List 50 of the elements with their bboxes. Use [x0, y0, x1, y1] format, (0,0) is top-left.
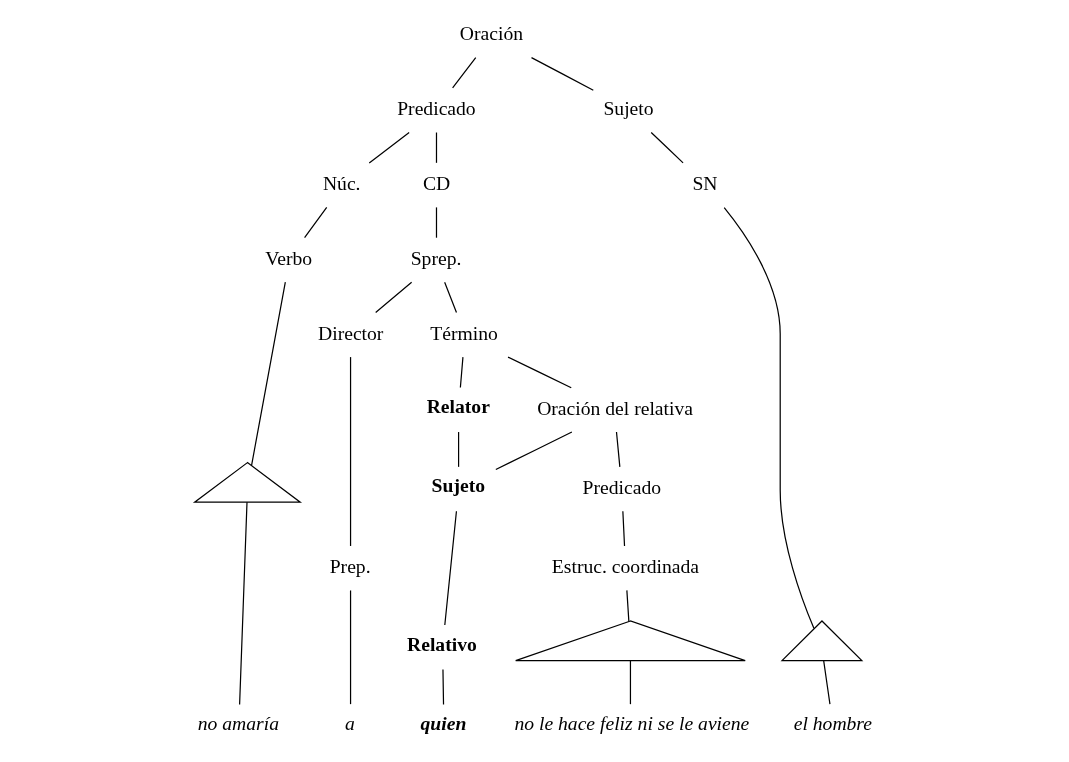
connector — [625, 589, 629, 622]
connector — [443, 510, 457, 626]
connector — [238, 501, 248, 706]
connector — [349, 589, 351, 705]
connector — [494, 431, 572, 471]
node-text: no amaría — [197, 711, 279, 734]
node-text: Prep. — [329, 554, 371, 577]
connector — [723, 207, 814, 629]
node-text: Sujeto — [602, 96, 654, 119]
connector — [629, 660, 631, 705]
connector — [435, 206, 437, 239]
connector — [441, 668, 444, 705]
connector — [451, 57, 476, 89]
connector — [457, 431, 459, 468]
connector — [650, 131, 684, 164]
connector — [368, 131, 410, 164]
node-text: Predicado — [396, 96, 476, 119]
node-text: Oración del relativa — [536, 396, 693, 419]
connector — [615, 431, 620, 468]
node-text: Relativo — [406, 632, 477, 655]
node-text: Núc. — [322, 171, 361, 194]
node-text: a — [344, 711, 355, 734]
connector — [506, 356, 572, 389]
node-text: el hombre — [793, 711, 872, 734]
node-text: Director — [317, 321, 383, 344]
node-text: no le hace feliz ni se le aviene — [513, 711, 749, 734]
connector — [459, 356, 464, 389]
connector — [621, 510, 625, 547]
node-text: Sujeto — [431, 474, 485, 497]
node-text: Sprep. — [410, 246, 461, 269]
connector — [443, 281, 457, 314]
node-text: quien — [420, 711, 466, 734]
node-triangle — [780, 620, 863, 662]
node-text: Verbo — [264, 246, 312, 269]
node-text: Estruc. coordinada — [551, 554, 699, 577]
connector — [374, 281, 412, 314]
node-text: SN — [691, 171, 718, 194]
connector — [250, 281, 286, 467]
node-text: Predicado — [582, 475, 661, 498]
connector — [530, 57, 594, 91]
node-triangle — [514, 620, 746, 662]
connector — [303, 206, 327, 239]
node-text: Oración — [459, 22, 523, 45]
connector — [822, 660, 831, 705]
node-triangle — [192, 461, 302, 503]
connector — [349, 356, 351, 547]
node-text: Relator — [426, 395, 490, 418]
connector — [435, 131, 437, 164]
node-text: CD — [422, 171, 450, 194]
node-text: Término — [429, 321, 498, 344]
